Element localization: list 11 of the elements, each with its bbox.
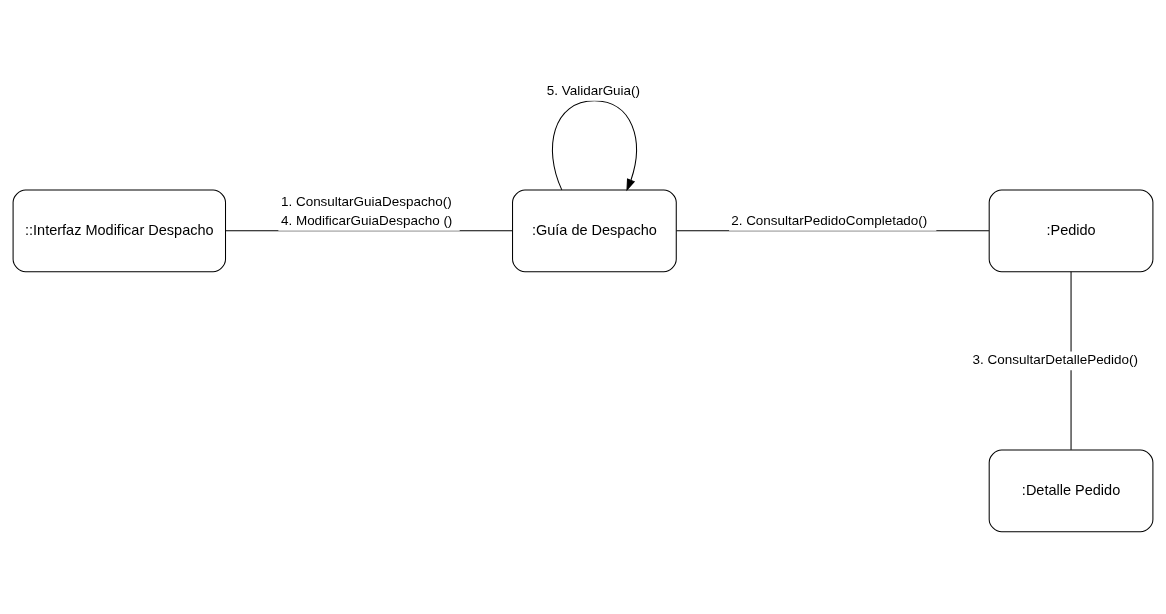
edge-label: 5. ValidarGuia()	[546, 82, 641, 98]
edge-label: 2. ConsultarPedidoCompletado()	[731, 213, 928, 229]
connector	[1070, 271, 1072, 451]
node-box: ::Interfaz Modificar Despacho	[12, 189, 227, 273]
node-box: :Guía de Despacho	[512, 189, 677, 273]
node-box: :Detalle Pedido	[988, 449, 1154, 533]
node-box: :Pedido	[988, 189, 1154, 273]
edge-label: 3. ConsultarDetallePedido()	[972, 352, 1139, 368]
edge-label: 1. ConsultarGuiaDespacho()	[280, 194, 452, 210]
edge-label: 4. ModificarGuiaDespacho ()	[280, 213, 453, 229]
arrow	[551, 100, 637, 192]
